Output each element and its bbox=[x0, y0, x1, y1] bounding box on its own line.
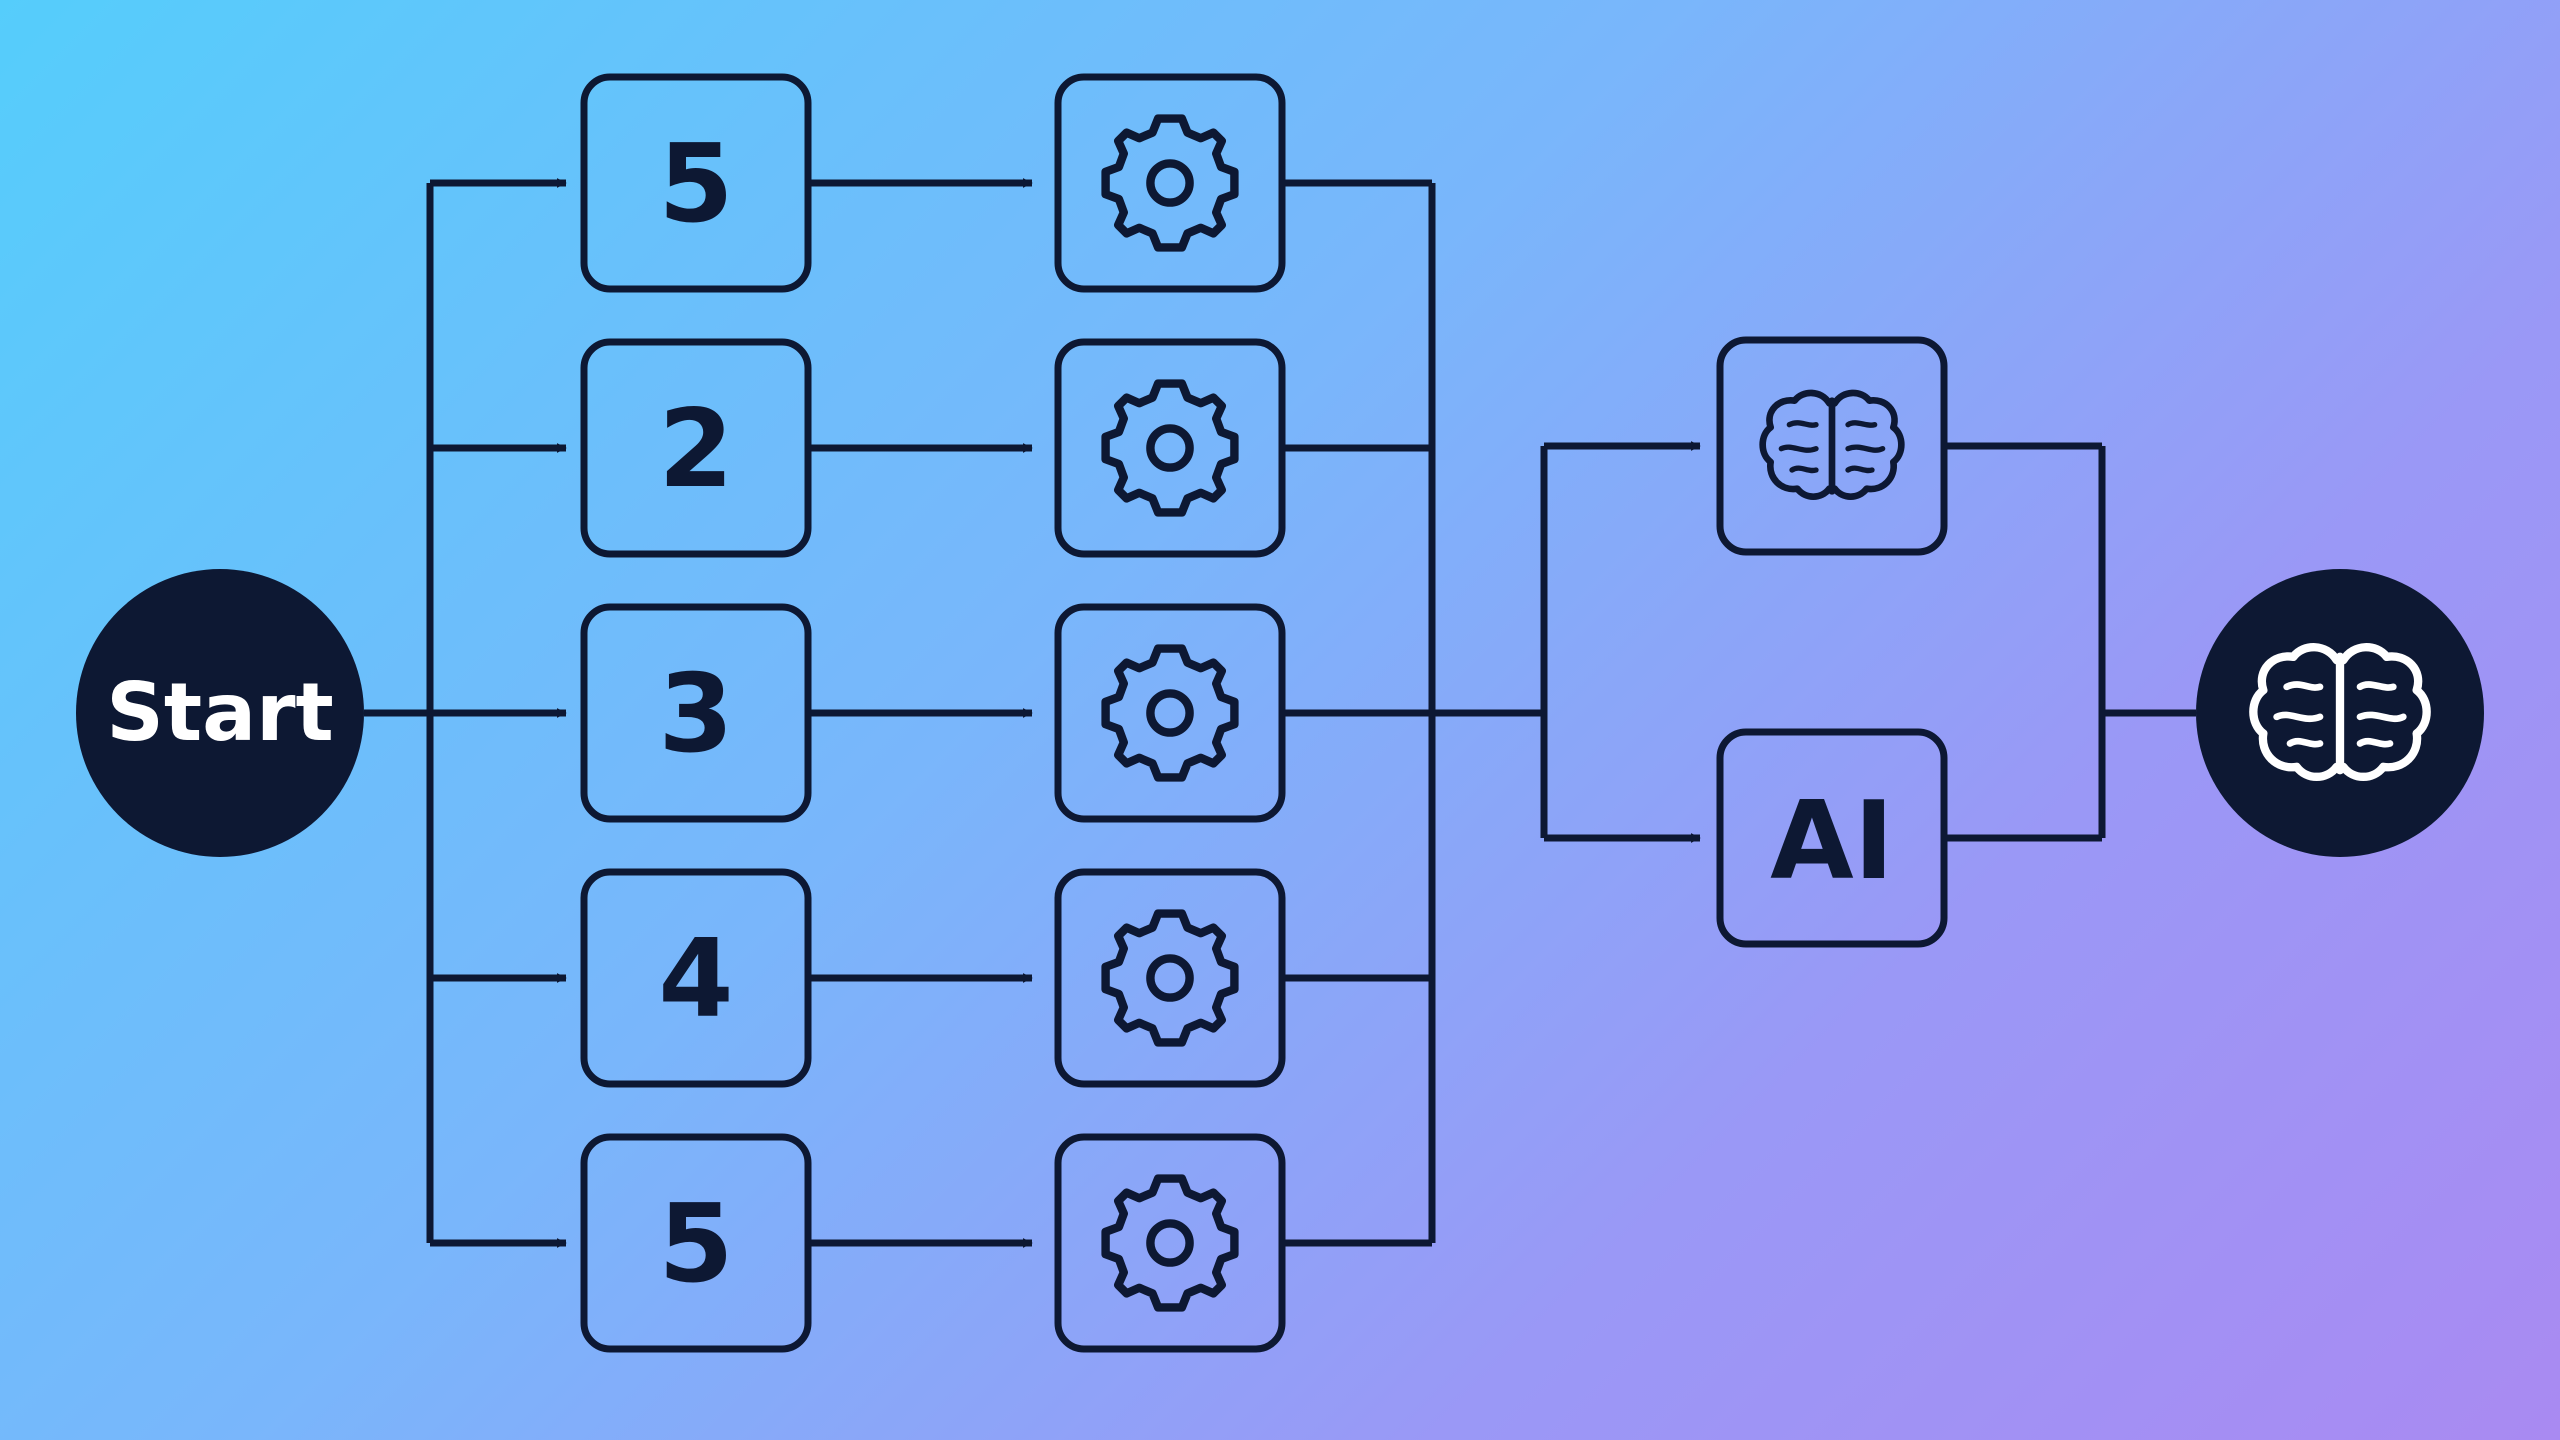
gear-box-frame bbox=[1054, 603, 1286, 823]
gear-icon bbox=[1106, 119, 1235, 248]
gear-icon bbox=[1106, 914, 1235, 1043]
branch-number-label: 5 bbox=[658, 122, 733, 247]
branch-box-frame bbox=[580, 338, 812, 558]
gear-box-frame bbox=[1054, 1133, 1286, 1353]
branch-box-frame bbox=[580, 868, 812, 1088]
branch-number-label: 3 bbox=[658, 652, 733, 777]
gear-box-frame bbox=[1054, 868, 1286, 1088]
gear-box bbox=[1054, 338, 1286, 558]
gear-box bbox=[1054, 868, 1286, 1088]
gear-box-frame bbox=[1054, 338, 1286, 558]
gear-icon bbox=[1106, 384, 1235, 513]
branch-box-frame bbox=[580, 603, 812, 823]
gear-box bbox=[1054, 1133, 1286, 1353]
branch-box: 5 bbox=[580, 73, 812, 293]
gear-box bbox=[1054, 73, 1286, 293]
branch-box: 4 bbox=[580, 868, 812, 1088]
branch-box-frame bbox=[580, 1133, 812, 1353]
branch-box: 5 bbox=[580, 1133, 812, 1353]
branch-box: 3 bbox=[580, 603, 812, 823]
gear-box bbox=[1054, 603, 1286, 823]
middle-top-box-frame bbox=[1716, 336, 1948, 556]
connector-lines bbox=[364, 178, 2196, 1248]
middle-top-box bbox=[1716, 336, 1948, 556]
gear-icon bbox=[1106, 649, 1235, 778]
start-node-circle bbox=[76, 569, 364, 857]
gear-boxes bbox=[1054, 73, 1286, 1353]
branch-number-label: 5 bbox=[658, 1182, 733, 1307]
gear-icon bbox=[1106, 1179, 1235, 1308]
start-node-label: Start bbox=[106, 666, 334, 759]
branch-number-label: 2 bbox=[658, 387, 733, 512]
ai-label: AI bbox=[1770, 779, 1894, 904]
start-node: Start bbox=[76, 569, 364, 857]
branch-box-frame bbox=[580, 73, 812, 293]
branch-box: 2 bbox=[580, 338, 812, 558]
gear-box-frame bbox=[1054, 73, 1286, 293]
branch-number-label: 4 bbox=[658, 917, 733, 1042]
middle-bottom-box-frame bbox=[1716, 728, 1948, 948]
branch-boxes: 5 2 3 4 5 bbox=[580, 73, 812, 1353]
middle-bottom-box: AI bbox=[1716, 728, 1948, 948]
end-node bbox=[2196, 569, 2484, 857]
brain-icon bbox=[1763, 393, 1902, 497]
